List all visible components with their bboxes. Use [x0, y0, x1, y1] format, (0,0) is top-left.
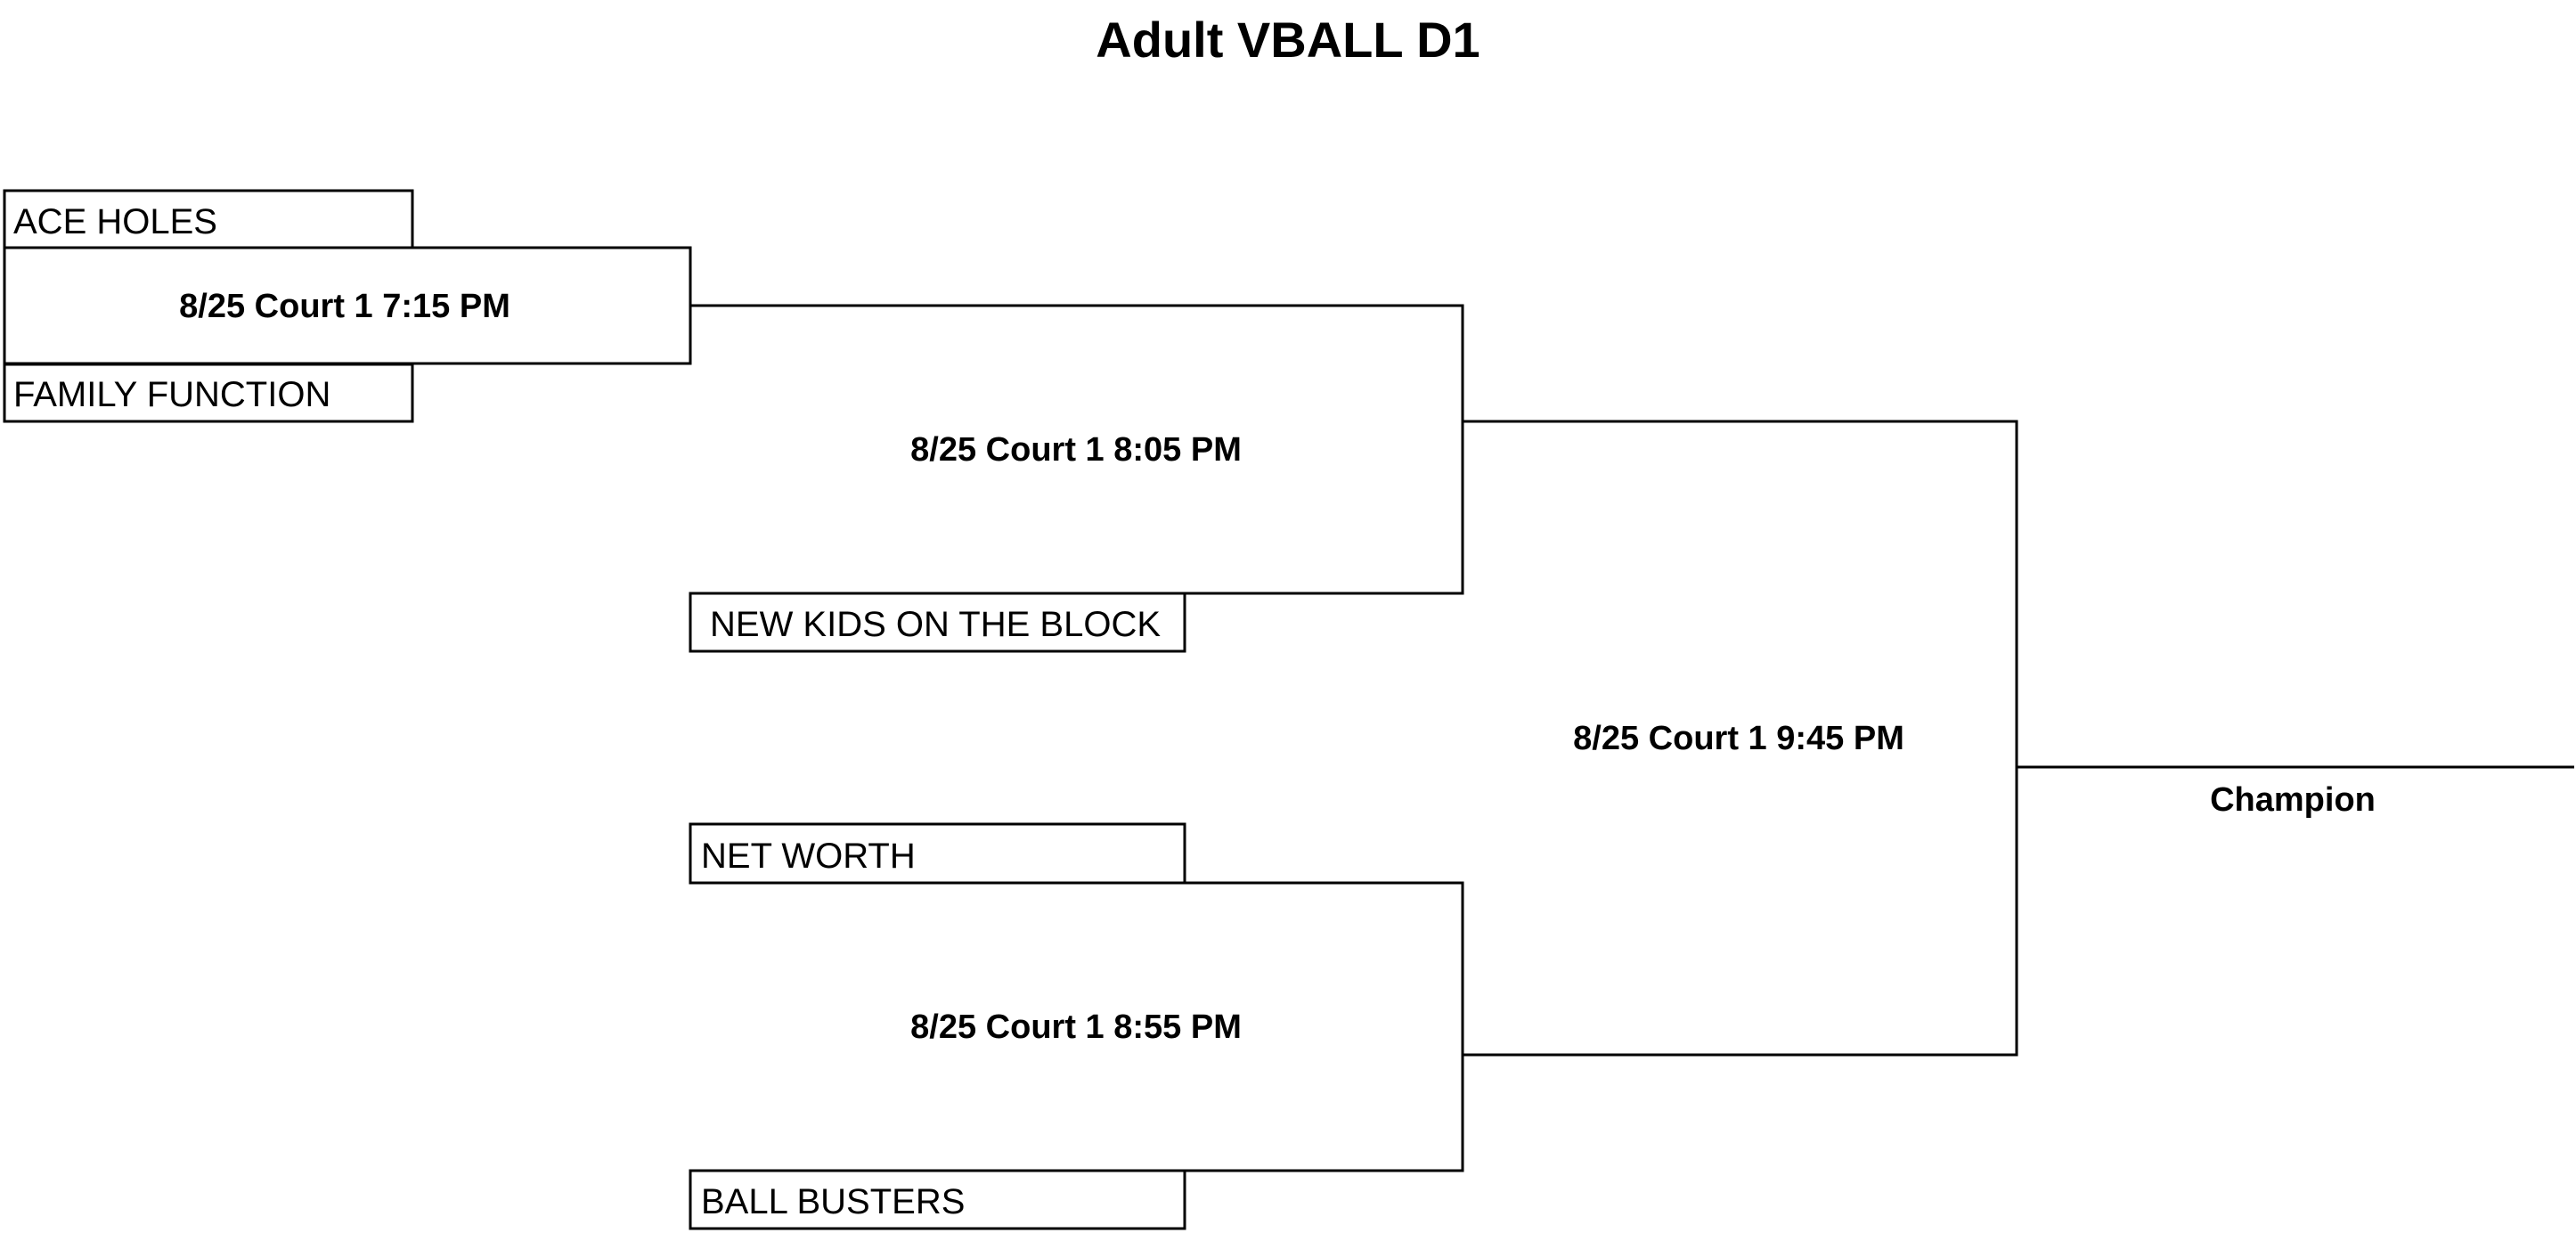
team-box-new-kids	[689, 592, 1186, 653]
team-name-family-function: FAMILY FUNCTION	[13, 375, 330, 414]
connector-game1-to-game2	[690, 304, 1464, 595]
connector-final	[1463, 420, 2018, 1057]
game-label-game3: 8/25 Court 1 8:55 PM	[910, 1008, 1242, 1046]
team-name-new-kids: NEW KIDS ON THE BLOCK	[710, 605, 1161, 644]
team-name-ace-holes: ACE HOLES	[13, 202, 217, 241]
team-name-ball-busters: BALL BUSTERS	[701, 1182, 965, 1221]
champion-label: Champion	[2210, 781, 2376, 819]
team-name-net-worth: NET WORTH	[701, 837, 916, 876]
game-label-game1: 8/25 Court 1 7:15 PM	[179, 288, 510, 325]
bracket-title: Adult VBALL D1	[1096, 12, 1480, 68]
team-box-net-worth	[689, 822, 1186, 885]
game-label-game2: 8/25 Court 1 8:05 PM	[910, 431, 1242, 469]
team-box-ball-busters	[689, 1169, 1186, 1230]
game-label-final: 8/25 Court 1 9:45 PM	[1573, 720, 1904, 757]
connector-game3	[1185, 881, 1464, 1172]
